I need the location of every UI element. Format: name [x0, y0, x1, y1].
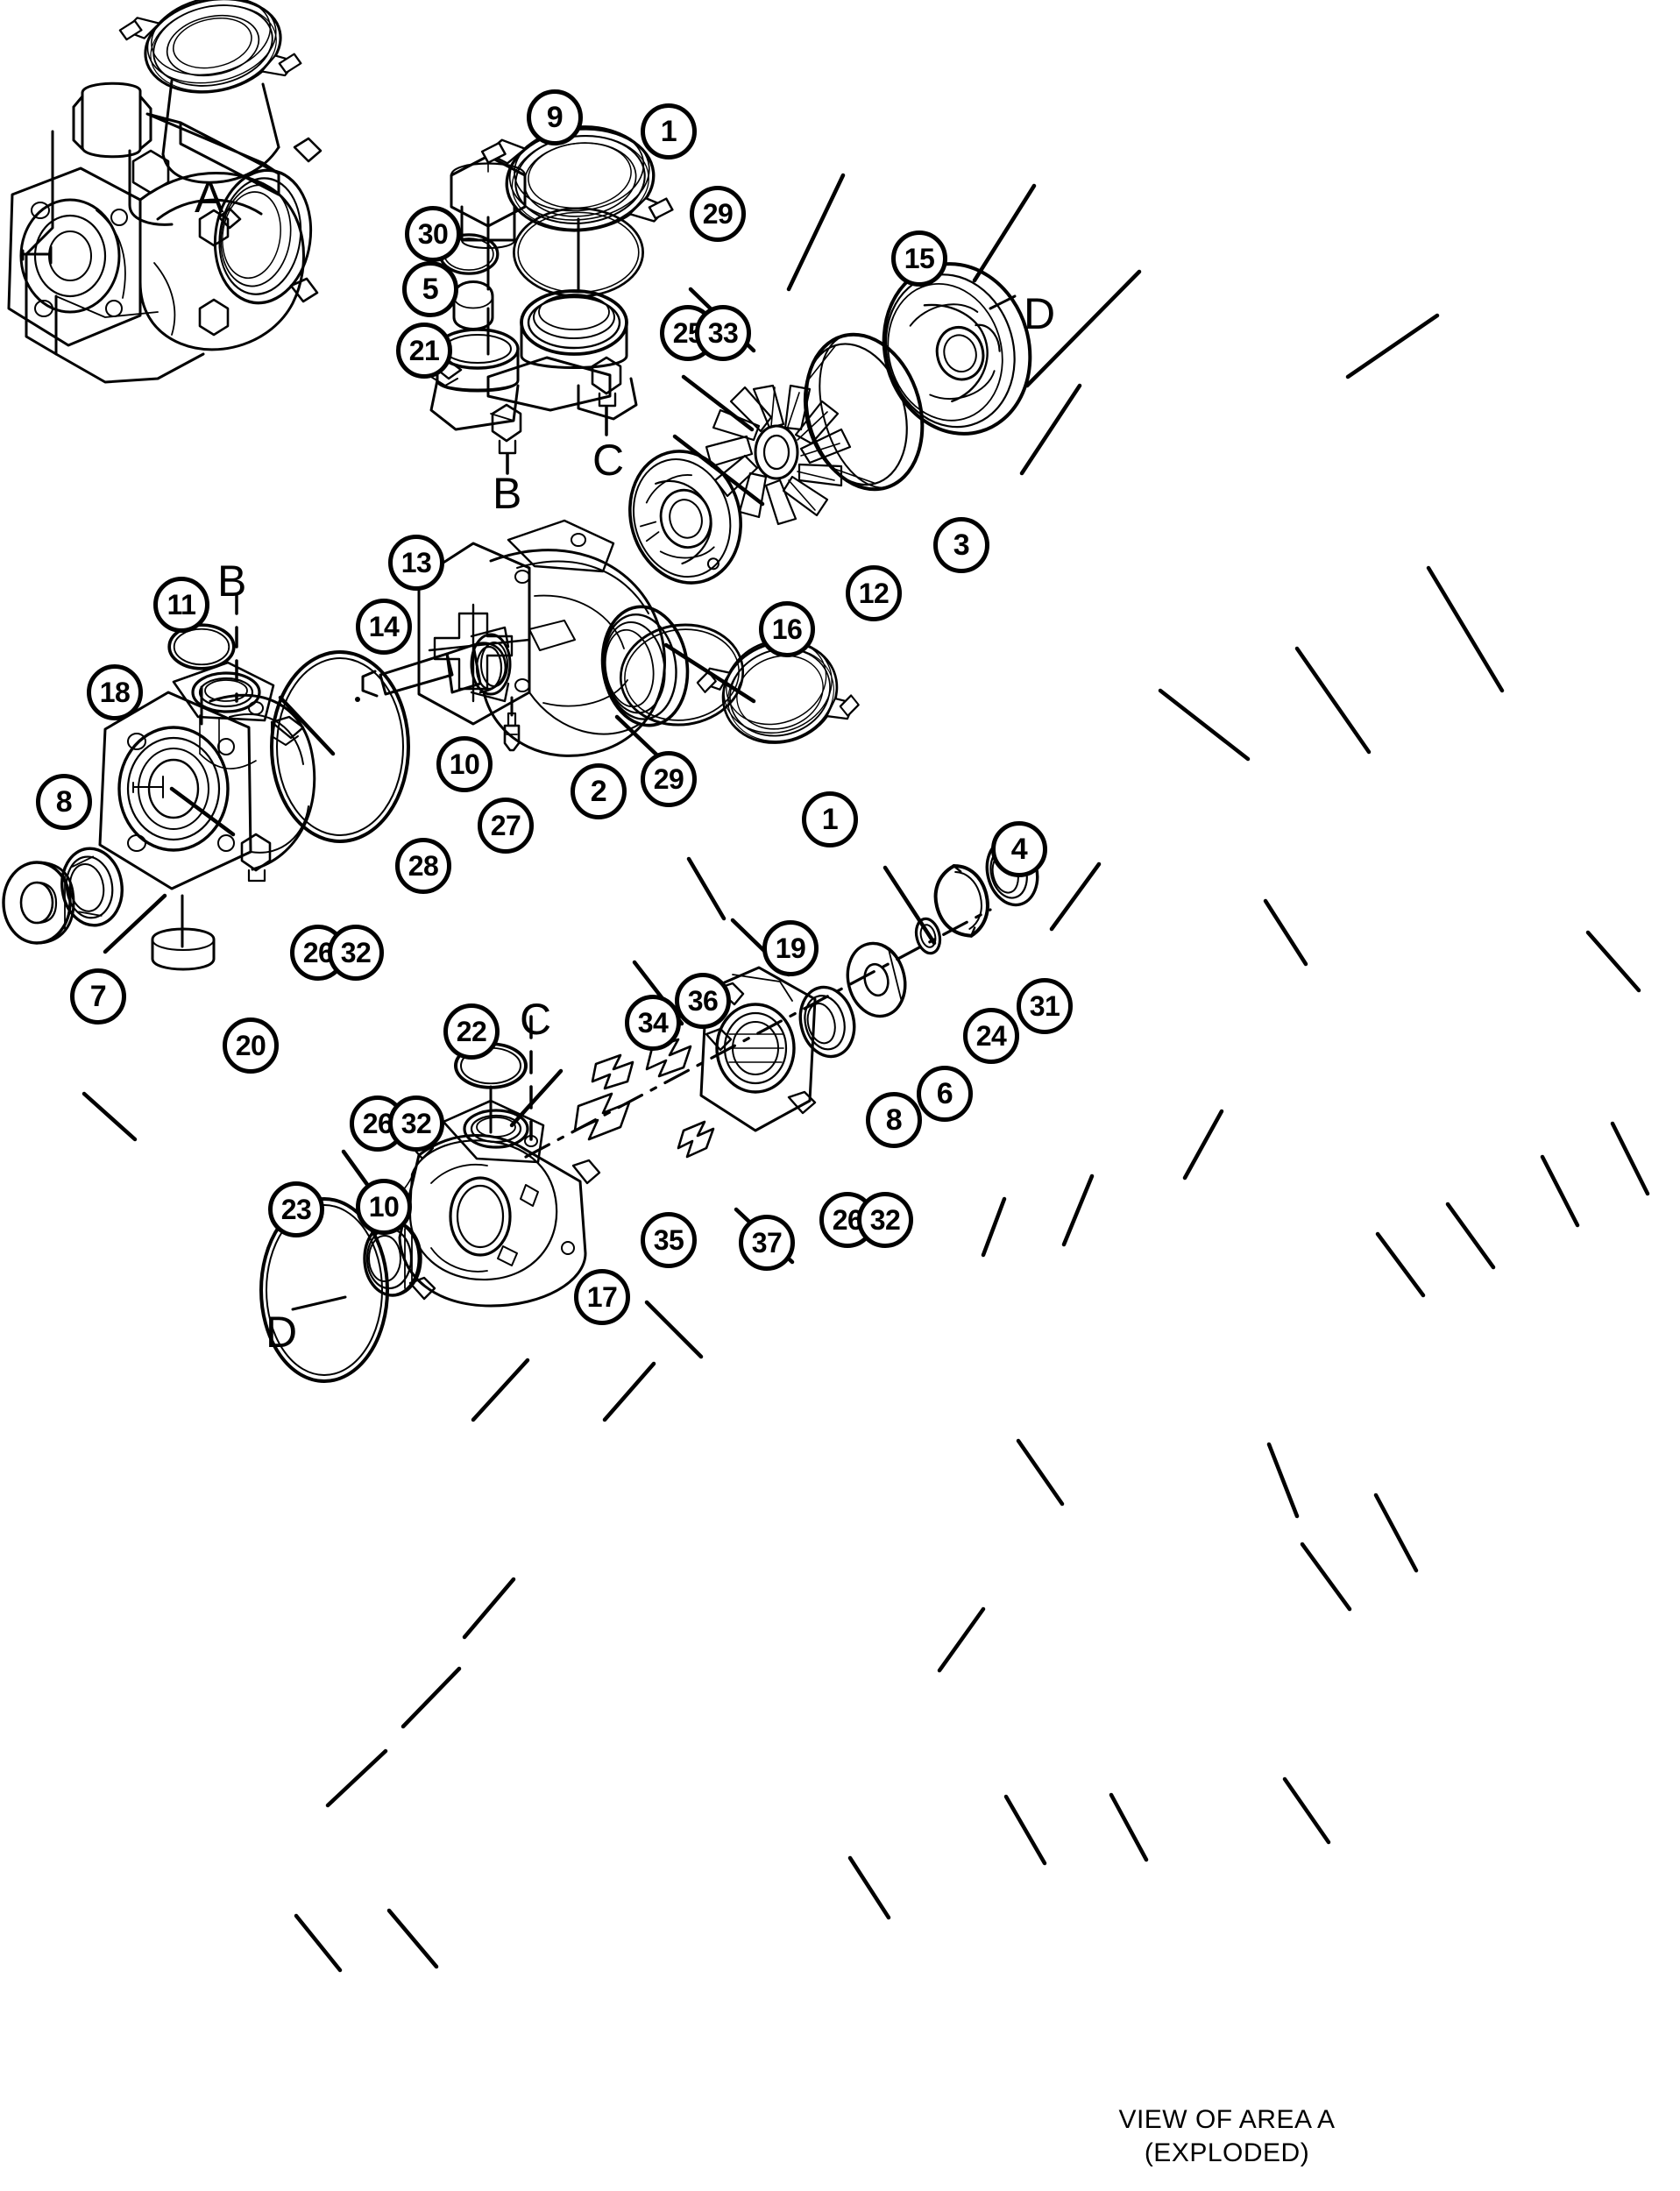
- callout-bubble-29[interactable]: 29: [690, 186, 746, 242]
- part-10-mechanical-seal-lower: [363, 1220, 422, 1297]
- callout-bubble-9[interactable]: 9: [527, 89, 583, 145]
- callout-bubble-33[interactable]: 33: [695, 305, 751, 361]
- callout-bubble-32[interactable]: 32: [328, 925, 384, 981]
- callout-bubble-36[interactable]: 36: [675, 973, 731, 1029]
- callout-bubble-24[interactable]: 24: [963, 1008, 1019, 1064]
- view-caption: VIEW OF AREA A (EXPLODED): [1118, 2105, 1336, 2168]
- callout-bubble-32[interactable]: 32: [857, 1192, 913, 1248]
- callout-bubble-29[interactable]: 29: [641, 751, 697, 807]
- part-1-v-band-clamp-lower: [691, 618, 864, 766]
- callout-bubble-14[interactable]: 14: [356, 599, 412, 655]
- part-13-14-drive-shaft: [361, 642, 507, 698]
- callout-bubble-1[interactable]: 1: [641, 103, 697, 160]
- callout-bubble-18[interactable]: 18: [87, 664, 143, 720]
- part-8-shaft-seal-right: [798, 985, 856, 1059]
- callout-bubble-16[interactable]: 16: [759, 601, 815, 657]
- part-10-mechanical-seal-center: [470, 626, 512, 703]
- callout-bubble-31[interactable]: 31: [1017, 978, 1073, 1034]
- orientation-arrow-markers: [573, 1038, 715, 1159]
- callout-bubble-10[interactable]: 10: [436, 736, 493, 792]
- reference-letter-D-cover: D: [1024, 289, 1056, 338]
- part-8-shaft-seal-left: [60, 847, 124, 927]
- part-23-o-ring-cover: [259, 1197, 389, 1383]
- callout-bubble-4[interactable]: 4: [991, 821, 1047, 877]
- callout-bubble-13[interactable]: 13: [388, 535, 444, 591]
- callout-bubble-32[interactable]: 32: [388, 1096, 444, 1152]
- part-12-impeller: [705, 384, 852, 526]
- part-16-back-plate: [628, 450, 742, 585]
- callout-bubble-11[interactable]: 11: [153, 577, 209, 633]
- callout-bubble-8[interactable]: 8: [36, 774, 92, 830]
- part-7-bearing: [2, 861, 75, 945]
- callout-bubble-8[interactable]: 8: [866, 1092, 922, 1148]
- part-6-spacer-collar: [846, 941, 907, 1018]
- callout-bubble-28[interactable]: 28: [395, 838, 451, 894]
- callout-bubble-20[interactable]: 20: [223, 1018, 279, 1074]
- callout-bubble-6[interactable]: 6: [917, 1066, 973, 1122]
- callout-bubble-37[interactable]: 37: [739, 1215, 795, 1271]
- reference-letter-C-upper: C: [592, 436, 625, 485]
- callout-bubble-1[interactable]: 1: [802, 791, 858, 847]
- callout-bubble-17[interactable]: 17: [574, 1269, 630, 1325]
- reference-letter-A-assembly: A: [195, 173, 224, 222]
- reference-letter-D-oring: D: [266, 1308, 298, 1357]
- reference-letter-B-lower: B: [217, 557, 247, 606]
- callout-bubble-7[interactable]: 7: [70, 968, 126, 1025]
- part-28-o-ring-large: [270, 650, 410, 843]
- callout-bubble-30[interactable]: 30: [405, 206, 461, 262]
- callout-bubble-5[interactable]: 5: [402, 261, 458, 317]
- callout-bubble-22[interactable]: 22: [443, 1003, 500, 1060]
- part-31-snap-ring: [933, 864, 989, 938]
- callout-bubble-15[interactable]: 15: [891, 230, 947, 287]
- callout-bubble-34[interactable]: 34: [625, 995, 681, 1051]
- callout-bubble-19[interactable]: 19: [762, 920, 819, 976]
- part-5-plug-ball: [452, 280, 494, 330]
- callout-bubble-12[interactable]: 12: [846, 565, 902, 621]
- assembled-pump-view-a: [7, 0, 323, 384]
- callout-bubble-35[interactable]: 35: [641, 1212, 697, 1268]
- reference-letter-B-upper: B: [493, 469, 522, 518]
- callout-bubble-21[interactable]: 21: [396, 323, 452, 379]
- callout-bubble-27[interactable]: 27: [478, 798, 534, 854]
- callout-bubble-3[interactable]: 3: [933, 517, 989, 573]
- callout-bubble-2[interactable]: 2: [571, 763, 627, 819]
- callout-bubble-23[interactable]: 23: [268, 1181, 324, 1237]
- part-18-bearing-carrier: [98, 661, 316, 890]
- callout-bubble-10[interactable]: 10: [356, 1179, 412, 1235]
- part-15-volute-cover: [882, 262, 1032, 436]
- reference-letter-C-lower: C: [520, 995, 552, 1044]
